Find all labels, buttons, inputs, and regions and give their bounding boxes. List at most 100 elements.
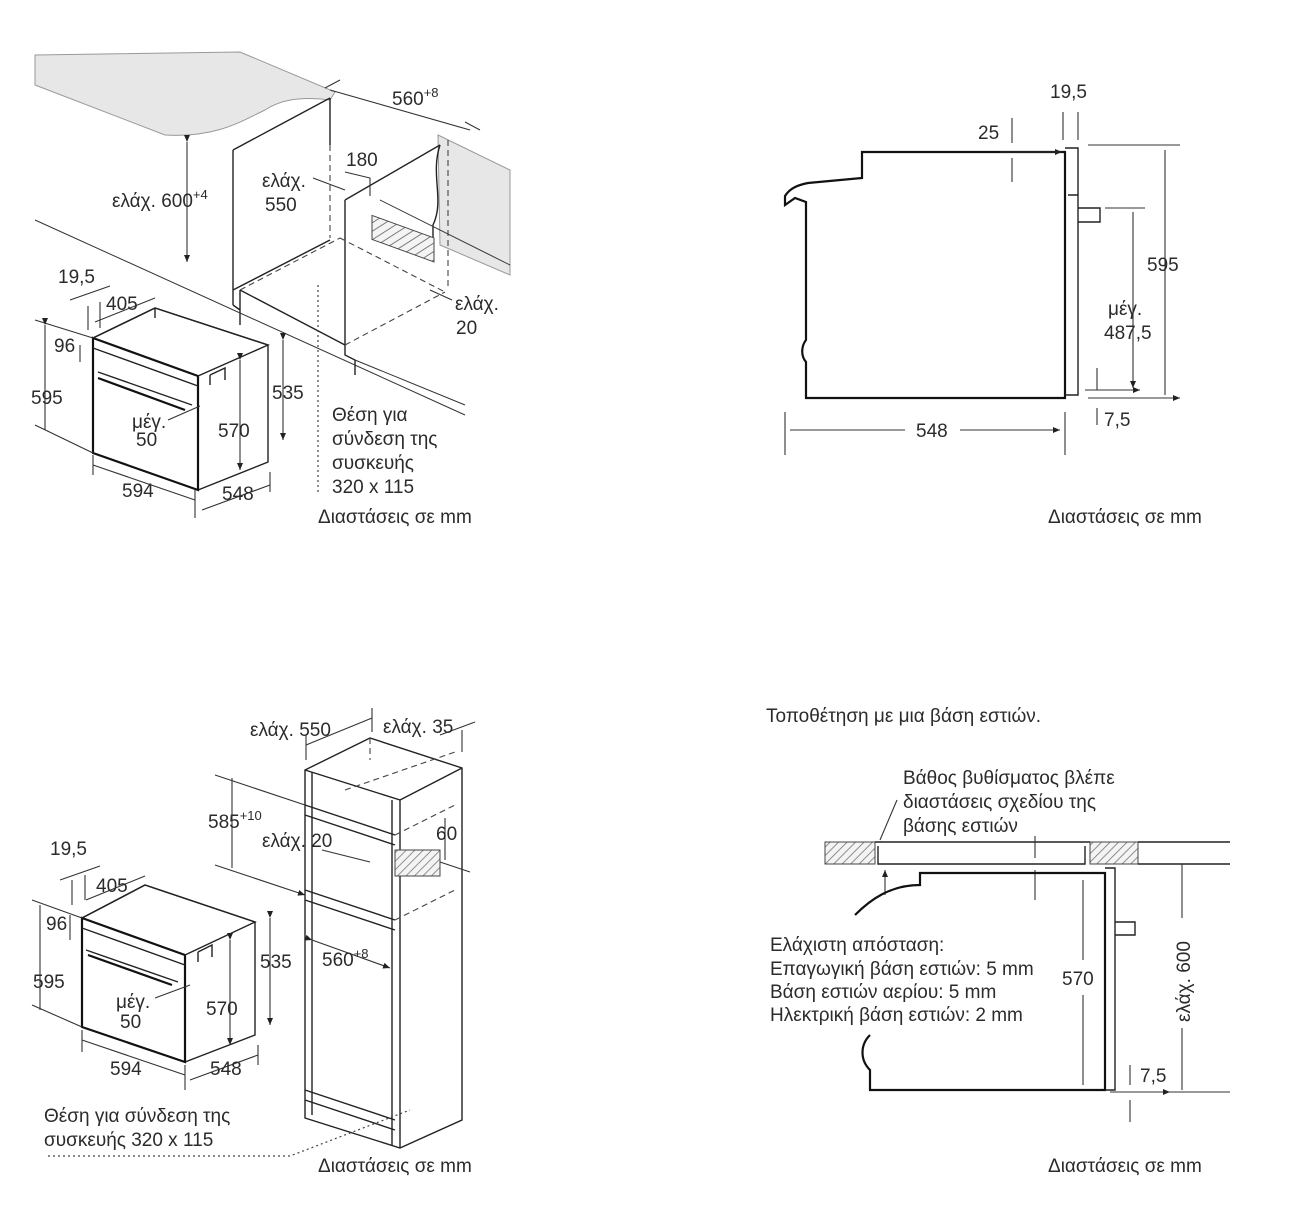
connection-label-b: σύνδεση της [332, 429, 437, 450]
dim-548-side-line [784, 412, 1065, 455]
dim-19-5-b-label: 19,5 [50, 839, 87, 860]
dim-50-b-label-b: 50 [120, 1012, 141, 1033]
dim-560-line [324, 79, 481, 131]
hob-depth-arrows [885, 836, 1036, 900]
dim-19-5-label: 19,5 [58, 267, 95, 288]
connection-label-d: 320 x 115 [332, 477, 414, 498]
oven-2-front [80, 916, 187, 1064]
oven-1 [91, 307, 270, 492]
dim-548-b-line [189, 1045, 259, 1081]
dim-96-b-label: 96 [46, 914, 67, 935]
worktop-right [1089, 841, 1139, 865]
niche-floor [232, 239, 346, 346]
dim-50-label-b: 50 [136, 430, 157, 451]
caption-panel-4: Διαστάσεις σε mm [1048, 1156, 1202, 1177]
dim-487-5-line [1105, 207, 1145, 388]
niche-left-wall [232, 97, 331, 325]
door-knob [1078, 207, 1101, 223]
panel-side-view: 19,5 25 595 μέγ. 487,5 7,5 548 Διαστάσει… [783, 82, 1202, 528]
min-distance-backdrop [766, 928, 1076, 1028]
dim-548-b-label: 548 [210, 1059, 242, 1080]
oven-1-side-step [209, 366, 226, 385]
counter-top [34, 51, 336, 136]
depth-label-c: βάσης εστιών [903, 816, 1018, 837]
dim-25-label: 25 [978, 123, 999, 144]
cabinet-front-edge [304, 767, 463, 1148]
connection-label-c: συσκευής [332, 453, 414, 474]
dim-487-5-label-b: 487,5 [1104, 323, 1152, 344]
depth-label-b: διαστάσεις σχεδίου της [903, 792, 1096, 813]
dim-7-5-hob-line [1110, 1065, 1170, 1122]
connection-b-label-b: συσκευής 320 x 115 [44, 1130, 213, 1151]
dim-35-line [439, 721, 476, 752]
dim-595-line [34, 320, 94, 454]
dim-594-label: 594 [122, 481, 154, 502]
tall-cabinet [304, 737, 463, 1149]
cabinet-shelves [304, 804, 396, 1131]
niche-right-wall [344, 144, 441, 375]
hob-title: Τοποθέτηση με μια βάση εστιών. [766, 706, 1041, 727]
caption-panel-2: Διαστάσεις σε mm [1048, 507, 1202, 528]
min-distance-title: Ελάχιστη απόσταση: [770, 935, 944, 956]
oven-under-hob [854, 871, 1107, 1092]
caption-panel-1: Διαστάσεις σε mm [318, 507, 472, 528]
dim-550-cab-label: ελάχ. 550 [250, 720, 331, 741]
dim-50-b-label-a: μέγ. [116, 992, 150, 1013]
dim-600-hob-label: ελάχ. 600 [1174, 941, 1195, 1022]
counter-top-right [437, 134, 511, 276]
cabinet-hidden [344, 738, 456, 921]
oven-under-hob-front [1105, 867, 1136, 1091]
dim-19-5-side-label: 19,5 [1050, 82, 1087, 103]
dim-180-line [344, 171, 371, 196]
oven-1-top-edge [92, 307, 270, 377]
dim-20-line [429, 289, 453, 301]
dim-405-b-label: 405 [96, 876, 128, 897]
dim-7-5-side-label: 7,5 [1104, 410, 1130, 431]
oven-2-control-panel [81, 927, 186, 983]
dim-570-b-label: 570 [206, 999, 238, 1020]
dim-560-cab-line [304, 934, 391, 969]
dim-550-cab-line [305, 708, 373, 760]
caption-panel-3: Διαστάσεις σε mm [318, 1156, 472, 1177]
dim-570-hob-label: 570 [1062, 969, 1094, 990]
dim-600-label: ελάχ. 600+4 [112, 187, 208, 212]
front-panel [1065, 147, 1079, 396]
dim-405-label: 405 [106, 294, 138, 315]
dim-550-line [312, 177, 346, 191]
dim-535-label: 535 [272, 383, 304, 404]
oven-2-handle [87, 953, 173, 987]
dim-585-label: 585+10 [208, 808, 262, 833]
dim-594-b-line [81, 1030, 186, 1090]
dim-594-b-label: 594 [110, 1059, 142, 1080]
oven-side-profile [783, 150, 1067, 400]
dim-594-line [92, 455, 196, 518]
dim-585-line [214, 774, 305, 895]
dim-7-5-hob-label: 7,5 [1140, 1066, 1166, 1087]
dim-20-cab-line [321, 849, 371, 863]
dim-548-side-label: 548 [916, 421, 948, 442]
dim-19-5-b-line [59, 865, 101, 905]
floor-lines [34, 199, 511, 416]
cabinet-outline [304, 737, 463, 1149]
oven-2-side-step [197, 943, 213, 962]
panel-tall-cabinet: ελάχ. 550 ελάχ. 35 585+10 ελάχ. 20 60 56… [31, 708, 476, 1177]
dim-595-side-label: 595 [1147, 255, 1179, 276]
dim-405-b-line [85, 875, 146, 901]
depth-leader [879, 799, 898, 841]
dim-19-5-line [69, 285, 111, 330]
dim-180-label: 180 [346, 150, 378, 171]
dim-19-5-side-line [1062, 112, 1079, 140]
connection-area-hatch-2 [394, 849, 441, 877]
dim-50-label-a: μέγ. [132, 412, 166, 433]
dim-20-label-b: 20 [456, 318, 477, 339]
connection-label-a: Θέση για [332, 405, 408, 426]
niche-back-edge [432, 144, 441, 255]
dim-535-b-label: 535 [260, 952, 292, 973]
connection-leader-2 [48, 1109, 411, 1157]
dim-7-5-side-line [1085, 368, 1140, 425]
dim-560-label: 560+8 [392, 85, 439, 110]
dim-595-b-line [31, 899, 83, 1028]
panel-under-counter: 560+8 ελάχ. 600+4 ελάχ. 550 180 ελάχ. 20… [31, 51, 511, 528]
dim-35-label: ελάχ. 35 [383, 717, 453, 738]
